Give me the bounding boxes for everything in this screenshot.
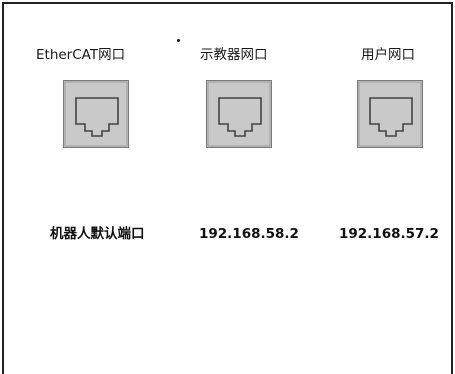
stray-dot: [177, 39, 180, 42]
user-port-icon: [357, 80, 423, 148]
rj45-socket-icon: [358, 81, 422, 147]
teach-pendant-ip: 192.168.58.2: [199, 226, 299, 242]
ethercat-port-icon: [63, 80, 129, 148]
teach-pendant-port-label: 示教器网口: [200, 47, 268, 63]
robot-default-port-label: 机器人默认端口: [50, 226, 145, 242]
rj45-socket-icon: [64, 81, 128, 147]
user-port-label: 用户网口: [361, 47, 415, 63]
user-port-ip: 192.168.57.2: [339, 226, 439, 242]
rj45-socket-icon: [207, 81, 271, 147]
ethercat-port-label: EtherCAT网口: [36, 47, 126, 63]
teach-pendant-port-icon: [206, 80, 272, 148]
